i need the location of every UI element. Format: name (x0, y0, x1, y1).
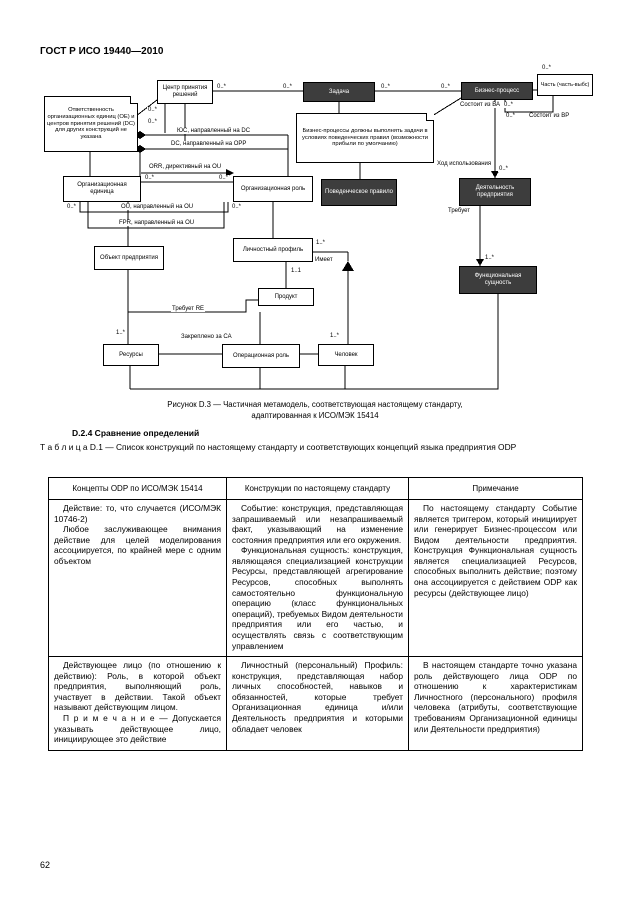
multiplicity-label: 0..* (505, 113, 517, 119)
table-cell-actor: Действующее лицо (по отношению к действи… (48, 656, 227, 751)
multiplicity-label: 1..* (484, 255, 496, 261)
edge-label-consists-of-bp: Состоит из ВР (528, 113, 571, 119)
edge-label-fpr-ou: FPR, направленный на OU (118, 220, 196, 226)
edge-label-requires-re: Требует RE (171, 306, 206, 312)
table-header-odp-concepts: Концепты ODP по ИСО/МЭК 15414 (48, 477, 227, 500)
figure-caption: Рисунок D.3 — Частичная метамодель, соот… (0, 400, 630, 421)
diagram-node-decision-centre: Центр принятия решений (157, 80, 213, 104)
edge-label-dc-directed: ЮС, направленный на DC (176, 128, 252, 134)
multiplicity-label: 0..* (216, 84, 228, 90)
multiplicity-label: 0..* (147, 119, 159, 125)
diagram-node-person-profile: Личностный профиль (233, 238, 313, 262)
diagram-node-operational-role: Операционная роль (222, 344, 300, 368)
multiplicity-label: 0..* (218, 175, 230, 181)
multiplicity-label: 0..* (147, 107, 159, 113)
diagram-node-functional-entity: Функциональная сущность (459, 266, 537, 294)
figure-caption-line1: Рисунок D.3 — Частичная метамодель, соот… (167, 400, 463, 409)
cell-paragraph: Действующее лицо (по отношению к действи… (54, 660, 221, 713)
edge-label-requires: Требует (447, 208, 472, 214)
diagram-node-org-unit: Организационная единица (63, 176, 141, 202)
table-cell-note-actor: В настоящем стандарте точно указана роль… (408, 656, 583, 751)
figure-caption-line2: адаптированная к ИСО/МЭК 15414 (251, 410, 379, 420)
edge-label-usage: Ход использования (436, 161, 493, 167)
diagram-node-enterprise-activity: Деятельность предприятия (459, 178, 531, 206)
table-cell-action: Действие: то, что случается (ИСО/МЭК 107… (48, 498, 227, 658)
section-heading: D.2.4 Сравнение определений (72, 428, 200, 438)
cell-paragraph: Любое заслуживающее внимания действие дл… (54, 524, 221, 566)
cell-paragraph: В настоящем стандарте точно указана роль… (414, 660, 577, 734)
multiplicity-label: 1..* (329, 333, 341, 339)
doc-header: ГОСТ Р ИСО 19440—2010 (40, 46, 164, 57)
multiplicity-label: 0..* (541, 65, 553, 71)
table-cell-event: Событие: конструкция, представляющая зап… (226, 498, 409, 658)
diagram-node-part: Часть (часть-выбс) (537, 74, 593, 96)
diagram-node-person: Человек (318, 344, 374, 366)
table-intro: Т а б л и ц а D.1 — Список конструкций п… (40, 442, 517, 452)
multiplicity-label: 0..* (66, 204, 78, 210)
cell-paragraph: П р и м е ч а н и е — Допускается указыв… (54, 712, 221, 745)
cell-paragraph: Действие: то, что случается (ИСО/МЭК 107… (54, 503, 221, 524)
multiplicity-label: 0..* (498, 166, 510, 172)
cell-paragraph: По настоящему стандарту Событие является… (414, 503, 577, 598)
diagram-node-task: Задача (303, 82, 375, 102)
diagram-node-resources: Ресурсы (103, 344, 159, 366)
multiplicity-label: 0..* (503, 102, 515, 108)
diagram-node-enterprise-object: Объект предприятия (94, 246, 164, 270)
page-number: 62 (40, 860, 51, 870)
diagram-note-bp-rule: Бизнес-процессы должны выполнять задачи … (296, 113, 434, 163)
edge-label-consists-of-ba: Состоит из ВА (459, 102, 502, 108)
table-header-note: Примечание (408, 477, 583, 500)
multiplicity-label: 0..* (380, 84, 392, 90)
multiplicity-label: 1..1 (290, 268, 303, 274)
diagram-node-product: Продукт (258, 288, 314, 306)
cell-paragraph: Функциональная сущность: конструкция, яв… (232, 545, 403, 651)
diagram-node-business-process: Бизнес-процесс (461, 82, 533, 100)
cell-paragraph: Личностный (персональный) Профиль: конст… (232, 660, 403, 734)
comparison-table: Концепты ODP по ИСО/МЭК 15414 Конструкци… (48, 477, 583, 751)
edge-label-ou-ou: OU, направленный на OU (120, 204, 195, 210)
diagram-node-behavioural-rule: Поведенческое правило (321, 179, 397, 206)
diagram-node-org-role: Организационная роль (233, 176, 313, 202)
table-row: Действующее лицо (по отношению к действи… (48, 656, 583, 751)
table-header-row: Концепты ODP по ИСО/МЭК 15414 Конструкци… (48, 477, 583, 500)
table-cell-note-event: По настоящему стандарту Событие является… (408, 498, 583, 658)
multiplicity-label: 1..* (115, 330, 127, 336)
edge-label-assigned-ca: Закреплено за СА (180, 334, 233, 340)
edge-label-dc-orr: DC, направленный на ОРР (170, 141, 248, 147)
multiplicity-label: 0..* (440, 84, 452, 90)
diagram-note-responsibility: Ответственность организационных единиц (… (44, 96, 138, 152)
edge-label-has: Имеет (314, 257, 334, 263)
multiplicity-label: 0..* (144, 175, 156, 181)
multiplicity-label: 0..* (282, 84, 294, 90)
cell-paragraph: Событие: конструкция, представляющая зап… (232, 503, 403, 545)
table-header-constructs: Конструкции по настоящему стандарту (226, 477, 409, 500)
table-cell-person-profile: Личностный (персональный) Профиль: конст… (226, 656, 409, 751)
multiplicity-label: 0..* (231, 204, 243, 210)
edge-label-orr-ou: ORR, директивный на OU (148, 164, 223, 170)
table-row: Действие: то, что случается (ИСО/МЭК 107… (48, 498, 583, 658)
multiplicity-label: 1..* (315, 240, 327, 246)
